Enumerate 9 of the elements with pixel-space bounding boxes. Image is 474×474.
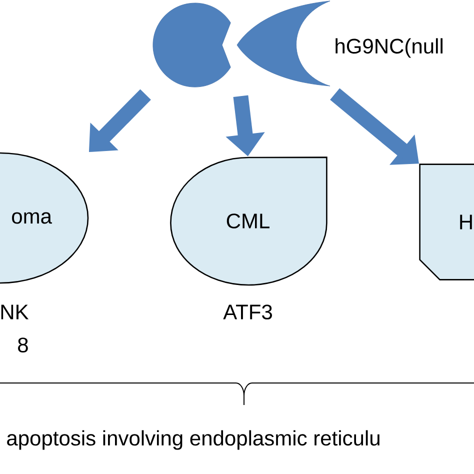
crescent-drawing <box>152 0 330 88</box>
node-caption: 8 <box>18 338 28 352</box>
cut-corner-node: H <box>419 164 474 280</box>
rounded-node: CML <box>170 156 328 286</box>
block-arrow <box>330 88 419 165</box>
caption-text: apoptosis involving endoplasmic reticulu <box>7 430 380 450</box>
node-caption: ATF3 <box>223 304 272 320</box>
node-caption: hG9NC(null <box>336 38 442 58</box>
node-caption: NK <box>1 304 29 320</box>
